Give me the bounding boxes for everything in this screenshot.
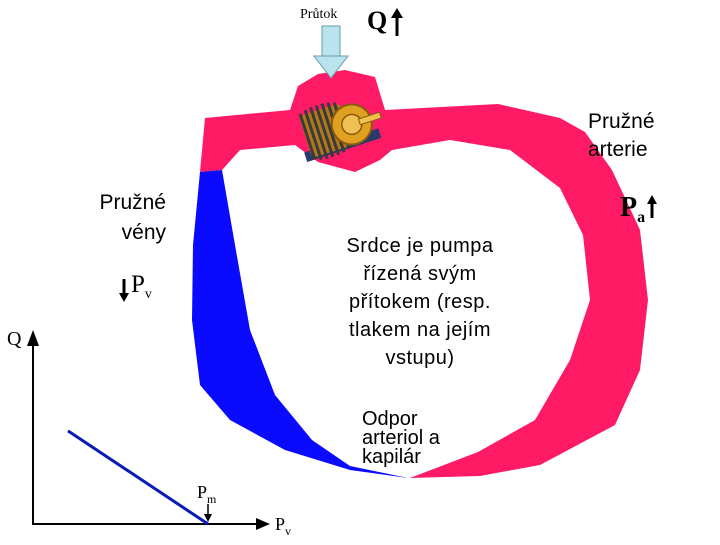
pm-tick-arrowhead (204, 514, 212, 522)
q-vs-pv-line (67, 429, 209, 526)
pv-sub: v (144, 287, 152, 302)
resistance-label-line1: Odpor (362, 408, 418, 430)
graph-pv-axis-label: Pv (275, 514, 291, 539)
pa-label: Pa (620, 192, 645, 227)
motor-pump-icon (298, 102, 382, 162)
pa-sub: a (637, 209, 646, 226)
pm-main: P (197, 482, 208, 502)
down-arrow-icon (119, 279, 129, 302)
veins-shape (192, 170, 408, 478)
veins-label-line1: Pružné (99, 191, 166, 214)
inflow-arrow-icon (312, 25, 350, 79)
resistance-label-line3: kapilár (362, 446, 421, 468)
graph-pm-label: Pm (197, 482, 216, 507)
veins-label-line2: vény (121, 221, 166, 244)
veins-label: Pružné vény (92, 188, 166, 248)
graph-q-axis-label: Q (7, 328, 22, 350)
axis-pv-main: P (275, 514, 286, 534)
q-axis-arrowhead (27, 330, 39, 346)
pa-main: P (620, 192, 638, 223)
arteries-label: Pružné arterie (588, 108, 655, 164)
q-label: Q (367, 6, 388, 35)
resistance-label: Odpor arteriol a kapilár (362, 408, 440, 468)
resistance-label-line2: arteriol a (362, 427, 440, 449)
pm-sub: m (207, 492, 217, 506)
up-arrow-icon (647, 195, 657, 218)
pv-axis-arrowhead (256, 518, 270, 530)
pv-label: Pv (131, 271, 152, 303)
axis-pv-sub: v (285, 524, 292, 538)
up-arrow-icon (391, 8, 403, 36)
pv-main: P (131, 271, 145, 298)
arteries-label-line1: Pružné (588, 110, 655, 133)
graph-series (67, 429, 209, 526)
arteries-label-line2: arterie (588, 138, 648, 161)
heart-description: Srdce je pumpa řízená svým přítokem (res… (346, 235, 494, 369)
inflow-label: Průtok (300, 7, 338, 22)
